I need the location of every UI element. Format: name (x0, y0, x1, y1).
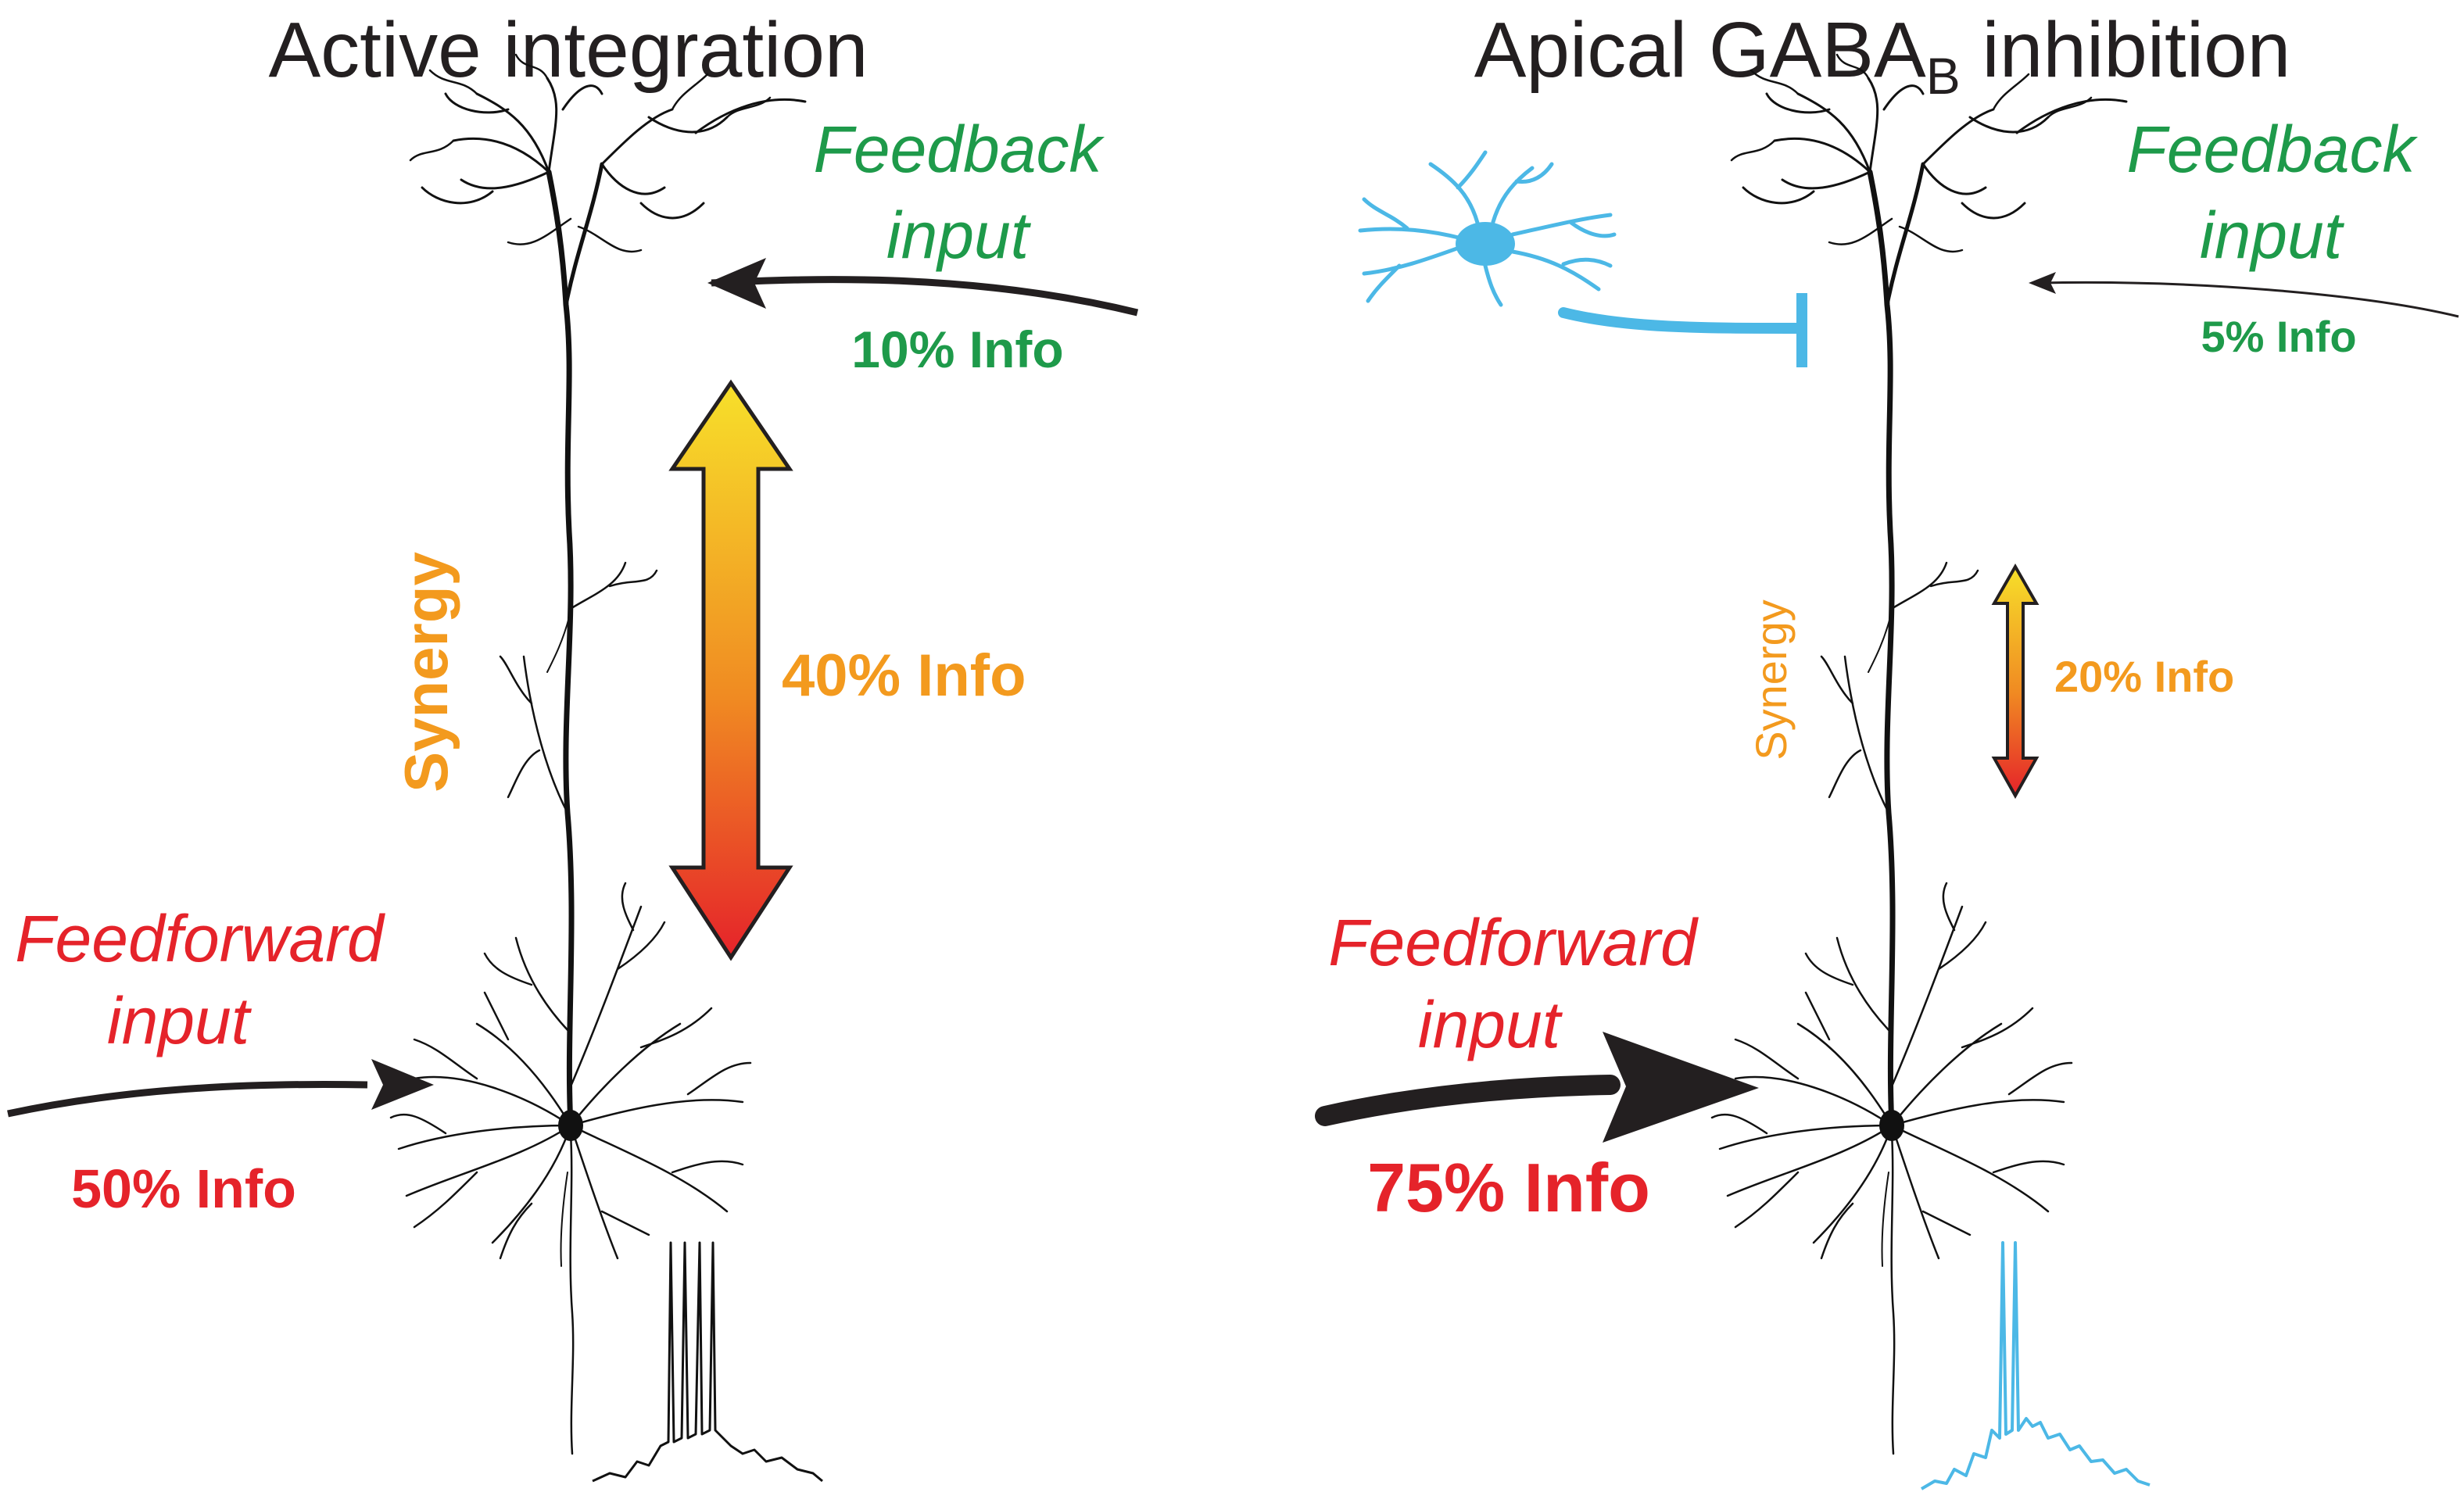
left-feedforward-label-line1: Feedforward (15, 902, 385, 975)
feedback-arrow (711, 276, 1139, 317)
feedback-arrowhead (707, 258, 766, 309)
left-synergy-info: 40% Info (782, 642, 1026, 709)
right-feedforward-label-line1: Feedforward (1328, 906, 1699, 979)
feedback-arrow (2040, 281, 2459, 318)
title-subscript: B (1926, 47, 1961, 105)
right-feedforward-info: 75% Info (1367, 1149, 1650, 1226)
feedforward-arrow (7, 1081, 368, 1118)
right-feedforward-label-line2: input (1418, 988, 1563, 1061)
synergy-double-arrow (668, 379, 793, 961)
left-panel: Active integration Feedback input 10% In… (7, 6, 1139, 1483)
feedforward-arrowhead (1603, 1032, 1759, 1143)
feedback-arrowhead (2029, 272, 2056, 294)
left-feedback-label-line2: input (886, 199, 1032, 272)
interneuron-icon (1358, 150, 1617, 307)
left-feedforward-info: 50% Info (71, 1158, 296, 1219)
synergy-double-arrow (1991, 563, 2040, 800)
left-feedback-label-line1: Feedback (814, 113, 1105, 186)
left-feedforward-label-line2: input (107, 984, 252, 1057)
right-feedback-label-line1: Feedback (2127, 113, 2419, 186)
feedforward-arrowhead (371, 1059, 434, 1110)
right-feedback-info: 5% Info (2201, 312, 2356, 361)
feedforward-arrow (1315, 1075, 1621, 1126)
left-feedback-info: 10% Info (851, 320, 1063, 378)
inhibition-connector (1558, 307, 1803, 334)
right-feedback-label-line2: input (2200, 199, 2345, 272)
spike-trace-icon (1920, 1241, 2151, 1490)
left-synergy-label: Synergy (392, 552, 460, 793)
right-panel: Apical GABAB inhibition Feedback input 5… (1315, 6, 2459, 1490)
left-panel-title: Active integration (268, 6, 868, 94)
right-panel-title: Apical GABAB inhibition (1474, 6, 2291, 105)
right-synergy-label: Synergy (1746, 599, 1796, 760)
spike-trace-icon (592, 1241, 823, 1483)
right-synergy-info: 20% Info (2054, 652, 2234, 701)
